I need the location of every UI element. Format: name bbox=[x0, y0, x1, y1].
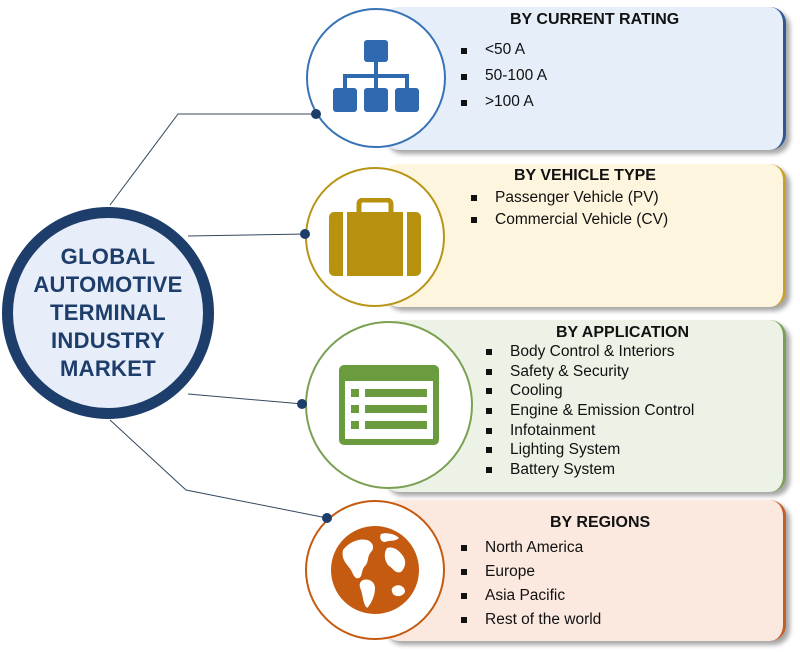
market-title: GLOBAL AUTOMOTIVE TERMINAL INDUSTRY MARK… bbox=[33, 244, 183, 381]
list-item: Battery System bbox=[486, 460, 694, 480]
connector-dot bbox=[311, 109, 321, 119]
market-center-circle: GLOBAL AUTOMOTIVE TERMINAL INDUSTRY MARK… bbox=[2, 207, 214, 419]
segment-title: BY VEHICLE TYPE bbox=[514, 167, 656, 184]
list-item: Infotainment bbox=[486, 421, 694, 441]
list-item: >100 A bbox=[461, 90, 547, 116]
list-item: Asia Pacific bbox=[461, 584, 601, 608]
list-item: North America bbox=[461, 536, 601, 560]
segment-list: North America Europe Asia Pacific Rest o… bbox=[461, 536, 601, 632]
list-item: Lighting System bbox=[486, 440, 694, 460]
list-item: Safety & Security bbox=[486, 362, 694, 382]
segment-icon-circle bbox=[306, 8, 446, 148]
list-item: Commercial Vehicle (CV) bbox=[471, 209, 668, 231]
list-item: Body Control & Interiors bbox=[486, 342, 694, 362]
segment-card-vehicle-type: BY VEHICLE TYPE Passenger Vehicle (PV) C… bbox=[383, 164, 786, 307]
list-item: Passenger Vehicle (PV) bbox=[471, 187, 668, 209]
segment-icon-circle bbox=[305, 321, 473, 489]
connector-dot bbox=[300, 229, 310, 239]
segment-list: Body Control & Interiors Safety & Securi… bbox=[486, 342, 694, 480]
list-item: <50 A bbox=[461, 38, 547, 64]
segment-list: <50 A 50-100 A >100 A bbox=[461, 38, 547, 116]
segment-card-current-rating: BY CURRENT RATING <50 A 50-100 A >100 A bbox=[383, 7, 786, 150]
list-item: Cooling bbox=[486, 381, 694, 401]
segment-icon-circle bbox=[305, 500, 445, 640]
list-item: Rest of the world bbox=[461, 608, 601, 632]
globe-icon bbox=[331, 526, 419, 614]
connector-dot bbox=[322, 513, 332, 523]
list-item: Europe bbox=[461, 560, 601, 584]
list-item: Engine & Emission Control bbox=[486, 401, 694, 421]
segment-card-regions: BY REGIONS North America Europe Asia Pac… bbox=[383, 500, 786, 641]
briefcase-icon bbox=[329, 198, 421, 276]
segment-icon-circle bbox=[305, 167, 445, 307]
segment-list: Passenger Vehicle (PV) Commercial Vehicl… bbox=[471, 187, 668, 231]
hierarchy-icon bbox=[333, 40, 419, 112]
list-item: 50-100 A bbox=[461, 64, 547, 90]
segment-title: BY REGIONS bbox=[550, 514, 651, 531]
connector-dot bbox=[297, 399, 307, 409]
segment-title: BY APPLICATION bbox=[556, 324, 690, 341]
list-window-icon bbox=[339, 365, 439, 445]
segment-title: BY CURRENT RATING bbox=[510, 11, 680, 28]
